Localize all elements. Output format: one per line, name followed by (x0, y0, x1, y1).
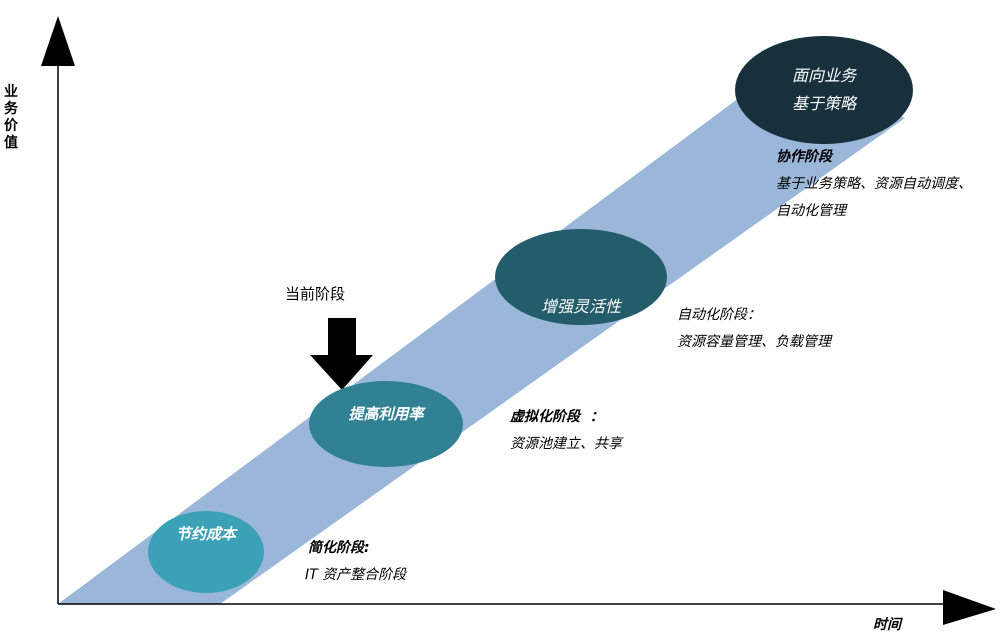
stage-4-title: 协作阶段 (776, 149, 832, 165)
current-stage-arrow (310, 318, 373, 390)
y-axis-arrowhead (41, 16, 75, 66)
milestone-label-4b: 基于策略 (791, 94, 856, 113)
stage-1-desc: IT 资产整合阶段 (305, 567, 407, 583)
stage-3-desc: 资源容量管理、负载管理 (677, 334, 831, 350)
stage-1-title: 简化阶段: (308, 540, 370, 556)
stage-4-desc-line-2: 自动化管理 (776, 203, 846, 219)
stage-2-title: 虚拟化阶段 ： (510, 409, 604, 425)
milestone-label-3: 增强灵活性 (540, 297, 621, 316)
x-axis-label: 时间 (873, 617, 901, 633)
stage-2-desc: 资源池建立、共享 (510, 436, 622, 452)
milestone-ellipse-4 (735, 36, 913, 144)
milestone-ellipse-2 (309, 381, 463, 467)
milestone-label-4a: 面向业务 (791, 66, 856, 85)
growth-band (58, 60, 905, 604)
milestone-label-1: 节约成本 (175, 525, 236, 543)
stage-4-desc-line-1: 基于业务策略、资源自动调度、 (776, 176, 972, 192)
current-stage-label: 当前阶段 (285, 285, 346, 303)
stage-3-title: 自动化阶段： (677, 307, 761, 323)
milestone-ellipse-1 (148, 511, 264, 593)
x-axis-arrowhead (943, 590, 996, 625)
milestone-ellipse-3 (495, 229, 667, 325)
milestone-label-2: 提高利用率 (348, 405, 424, 423)
y-axis-label: 业务价值 (4, 84, 18, 151)
